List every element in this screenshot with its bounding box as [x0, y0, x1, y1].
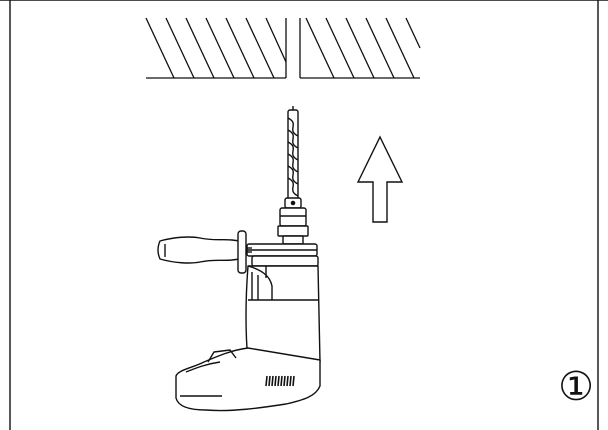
drill-grip [175, 347, 321, 412]
side-handle [157, 230, 252, 274]
vent-slots [265, 375, 295, 387]
power-drill-icon [157, 106, 321, 412]
arrow-up-icon [356, 135, 404, 223]
step-number-label: ① [558, 364, 594, 410]
hatched-ceiling-icon [145, 17, 421, 79]
drill-bit [287, 106, 299, 201]
drill-gear-housing [246, 243, 319, 267]
drill-chuck [277, 197, 309, 245]
motor-body [245, 265, 321, 363]
